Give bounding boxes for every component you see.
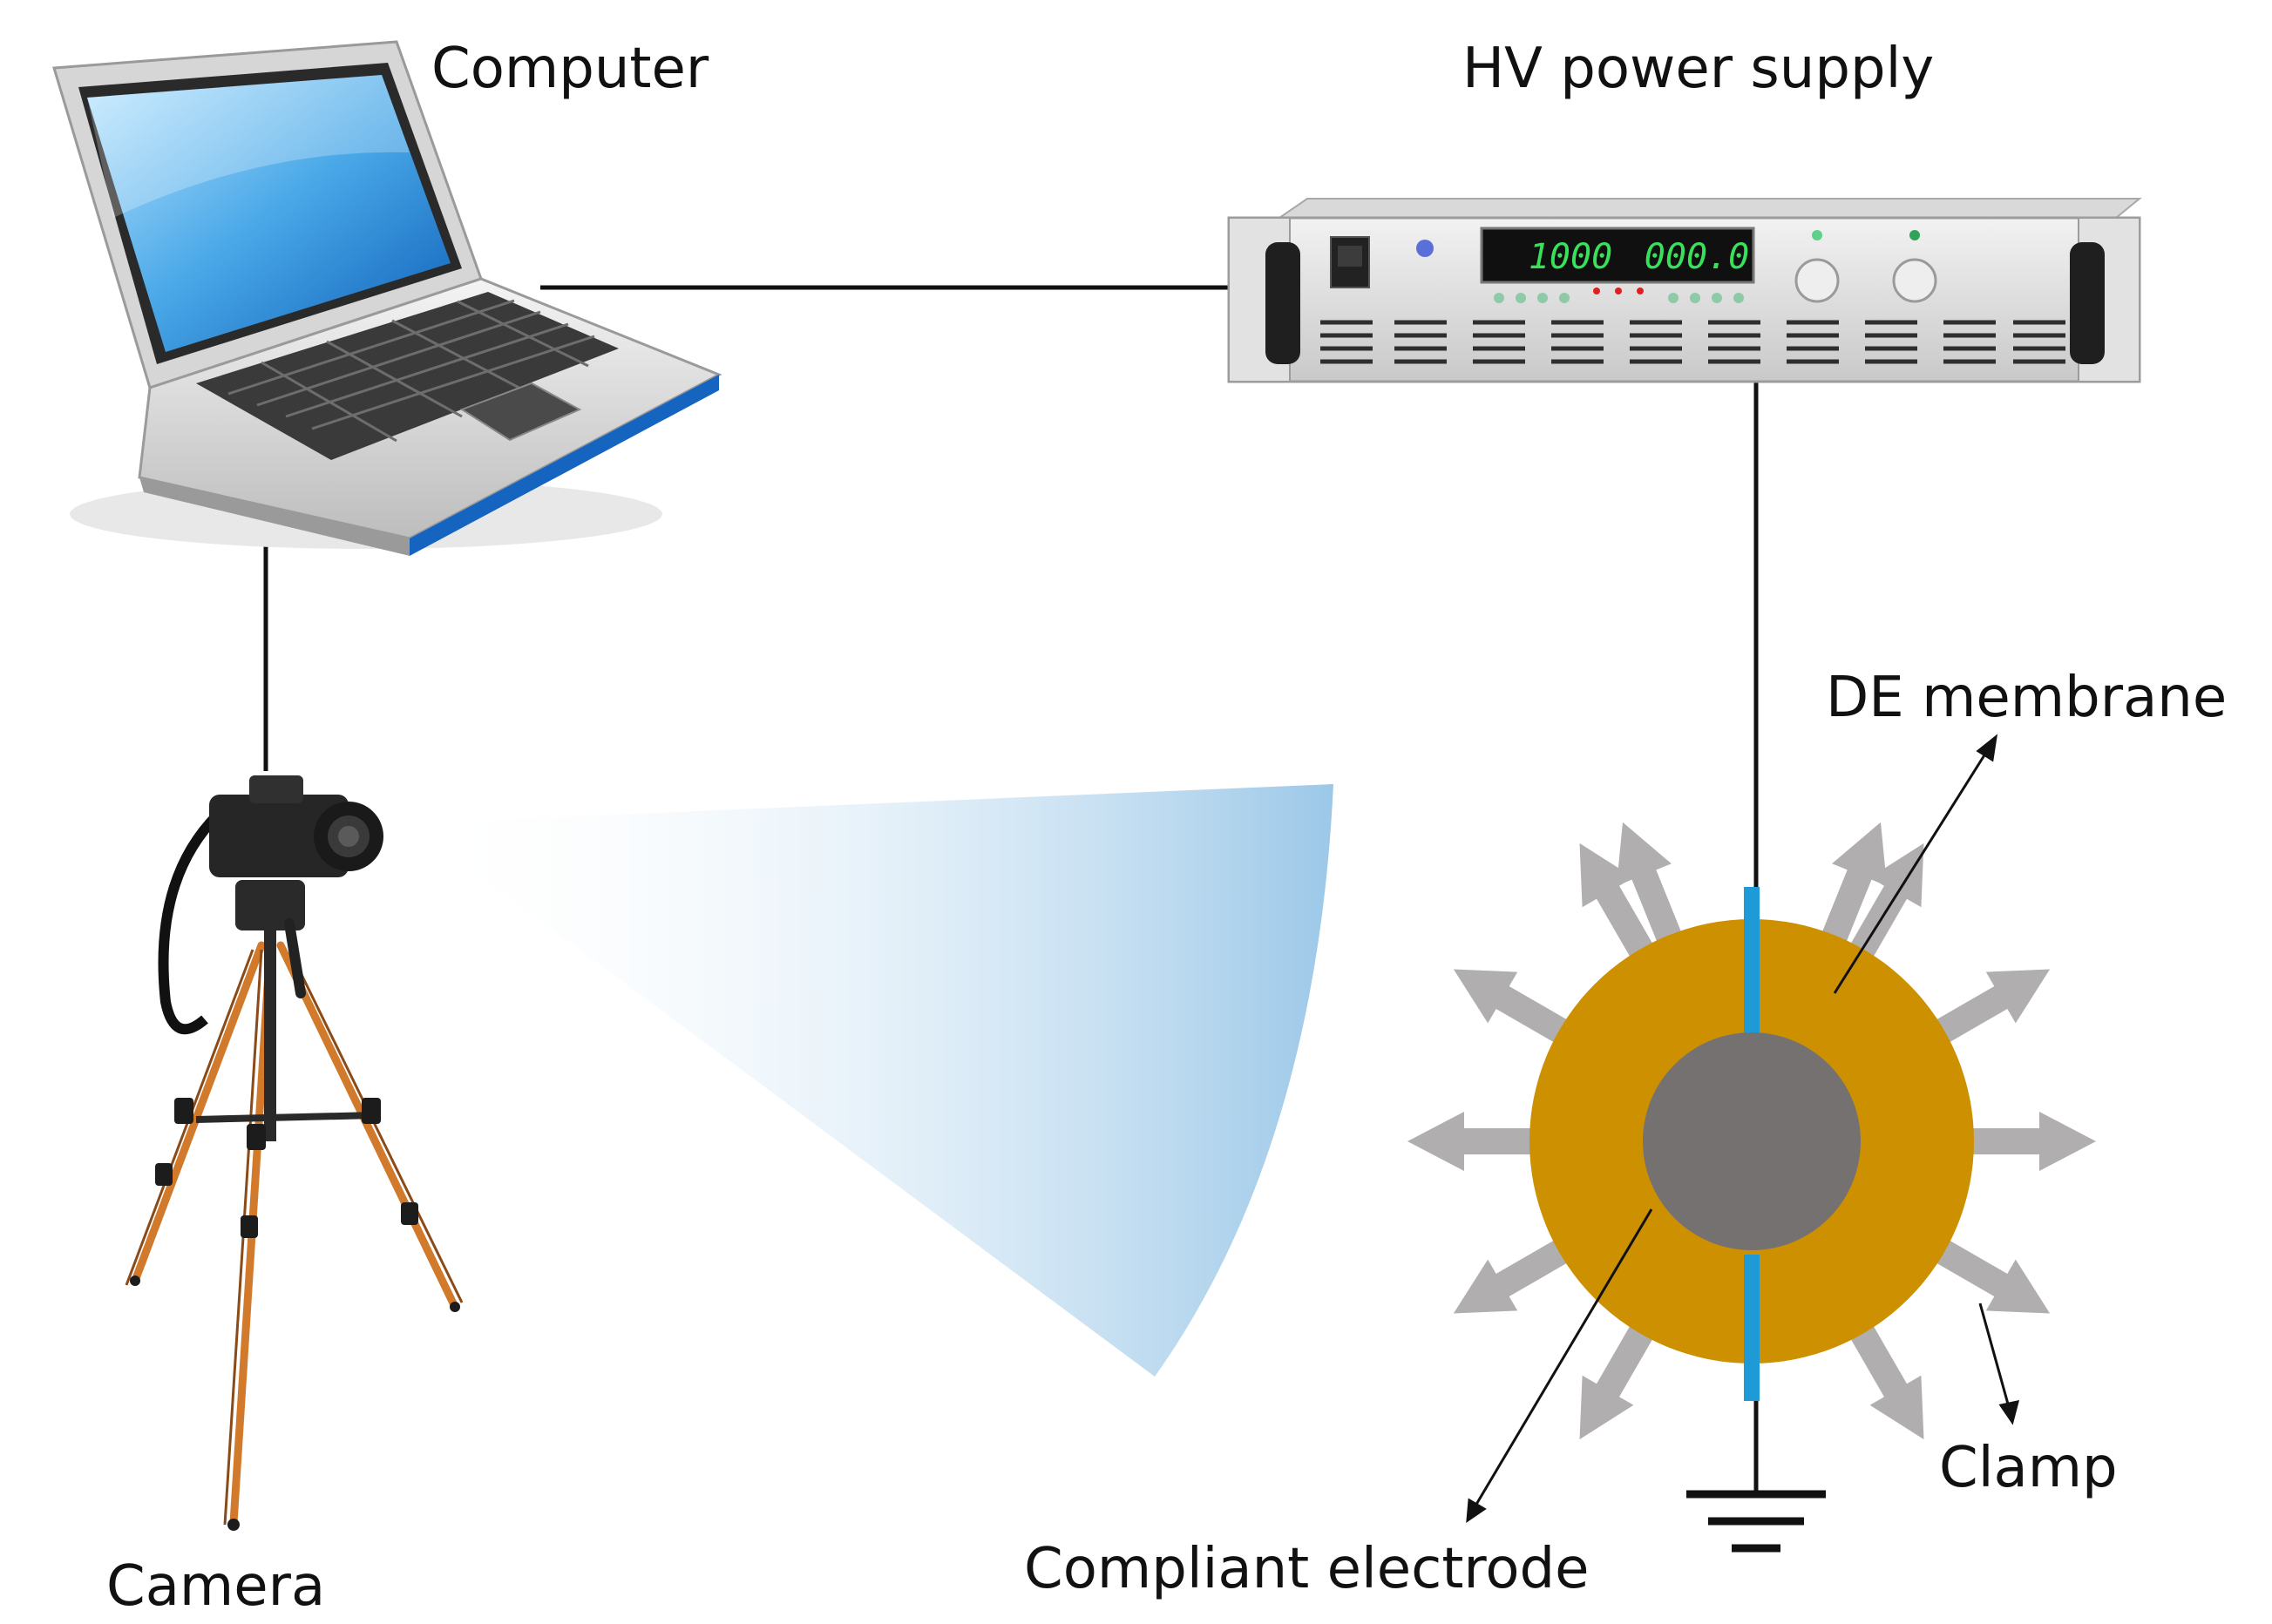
laptop-icon bbox=[52, 40, 722, 556]
computer-label: Computer bbox=[431, 37, 709, 101]
current-readout: 000.0 bbox=[1645, 237, 1749, 277]
camera-label: Camera bbox=[106, 1554, 325, 1619]
electrode-leader bbox=[1473, 1208, 1653, 1508]
clamp-label: Clamp bbox=[1939, 1436, 2118, 1500]
status-leds bbox=[1593, 288, 1644, 294]
electrode-lead-top bbox=[1744, 887, 1760, 1039]
camera-on-tripod-icon bbox=[125, 775, 464, 1531]
brand-logo-icon bbox=[1416, 240, 1434, 257]
right-handle bbox=[2070, 242, 2105, 364]
vent-grille bbox=[1320, 320, 2065, 364]
strain-arrow bbox=[1939, 1112, 2096, 1171]
front-panel-buttons bbox=[1494, 293, 1744, 303]
de-membrane-leader bbox=[1833, 750, 1989, 994]
ground-symbol-icon bbox=[1686, 1490, 1826, 1553]
display-window bbox=[1480, 227, 1755, 284]
electrode-lead-bottom bbox=[1744, 1255, 1760, 1401]
camera-field-of-view bbox=[410, 784, 1333, 1377]
voltage-readout: 1000 bbox=[1529, 237, 1612, 277]
rack-power-supply-icon: 1000 000.0 bbox=[1227, 198, 2142, 383]
hv-power-supply-label: HV power supply bbox=[1462, 37, 1934, 101]
current-knob-icon bbox=[1892, 258, 1937, 303]
strain-arrow bbox=[1407, 1112, 1564, 1171]
left-handle bbox=[1265, 242, 1300, 364]
voltage-knob-icon bbox=[1794, 258, 1840, 303]
de-membrane-label: DE membrane bbox=[1826, 666, 2227, 730]
compliant-electrode-label: Compliant electrode bbox=[1024, 1537, 1589, 1601]
leader-arrows bbox=[1466, 734, 2020, 1524]
de-membrane-sample bbox=[1407, 822, 2096, 1440]
clamp-leader bbox=[1978, 1303, 2011, 1408]
compliant-electrode bbox=[1643, 1032, 1861, 1250]
